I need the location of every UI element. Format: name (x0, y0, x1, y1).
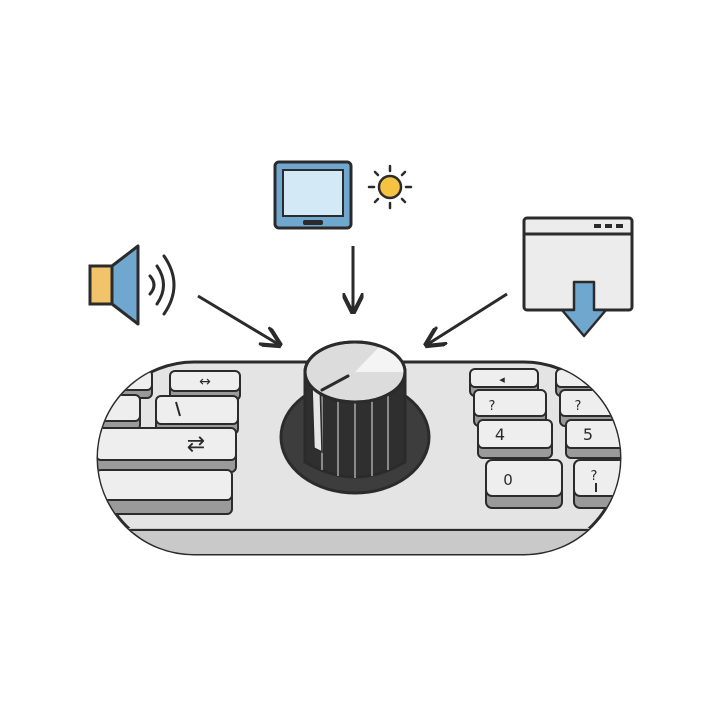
sun-icon (367, 164, 413, 210)
key-left-mid[interactable] (155, 395, 239, 435)
window-with-down-arrow-icon (522, 216, 634, 338)
arrow-from-window (428, 292, 508, 344)
keyboard-bottom-edge (98, 528, 620, 554)
key-mark (175, 401, 181, 417)
key-label: ? (489, 399, 496, 414)
pointer-arrows (197, 246, 508, 344)
key-label: ⇄ (187, 432, 205, 457)
key-num-q3[interactable]: ? (573, 459, 630, 509)
key-num-5[interactable]: 5 (565, 419, 626, 459)
monitor-and-sun-icon (273, 160, 413, 230)
knob-indicator (320, 374, 350, 392)
key-left-arrow[interactable]: ↔ (169, 370, 241, 401)
arrow-from-speaker (197, 294, 278, 344)
key-num-4[interactable]: 4 (477, 419, 553, 459)
key-left-wide[interactable] (96, 469, 233, 515)
key-label: ↔ (199, 374, 211, 390)
key-label: 0 (503, 471, 513, 489)
key-label: ◂ (499, 373, 505, 386)
numeric-key-cluster: ◂ ? ? 4 (469, 368, 630, 509)
key-label: ? (591, 469, 598, 484)
key-tab[interactable]: ⇄ (96, 427, 237, 473)
keyboard: ↔ ⇄ (96, 360, 630, 556)
key-label: 5 (583, 425, 593, 444)
left-key-cluster: ↔ ⇄ (96, 369, 241, 515)
speaker-with-sound-waves-icon (88, 244, 176, 326)
key-label: ? (575, 399, 582, 414)
key-num-q1[interactable]: ? (473, 389, 547, 427)
knob-grip-ridges (321, 392, 389, 478)
monitor-icon (273, 160, 353, 230)
key-label: 4 (495, 425, 505, 444)
rotary-knob[interactable] (279, 340, 431, 495)
key-num-0[interactable]: 0 (485, 459, 563, 509)
